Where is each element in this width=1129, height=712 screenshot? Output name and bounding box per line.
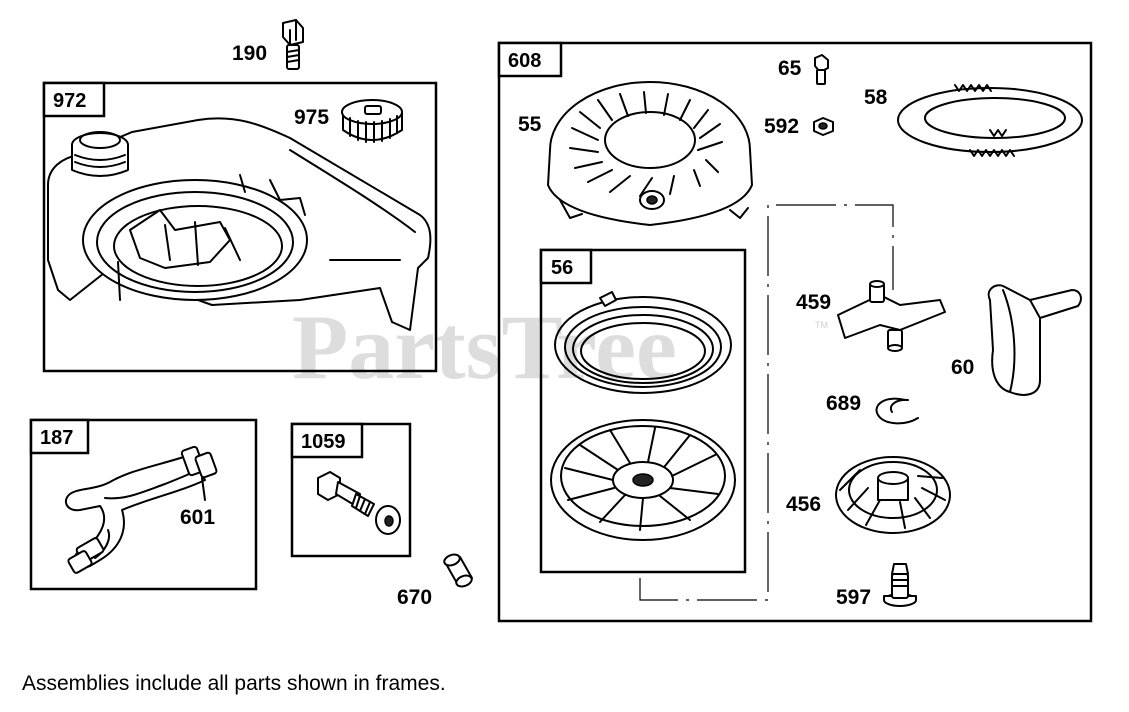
- screw-kit-drawing[interactable]: [317, 471, 401, 535]
- frame-blower-housing: 972: [42, 81, 438, 373]
- nut-592-drawing[interactable]: [813, 117, 834, 136]
- frame-screw-kit: 1059: [290, 422, 412, 558]
- frame-spring-pulley: 56: [539, 248, 747, 574]
- screw-190-drawing[interactable]: [282, 19, 304, 70]
- retainer-689-drawing[interactable]: [875, 397, 919, 425]
- pulley-drawing[interactable]: [550, 419, 736, 541]
- frame-rewind-starter: 608: [497, 41, 1093, 623]
- callout-190: 190: [232, 42, 267, 65]
- frame-label-rewind-starter: 608: [508, 50, 541, 72]
- fuel-cap-drawing[interactable]: [341, 99, 403, 143]
- callout-60: 60: [951, 356, 974, 379]
- screw-65-drawing[interactable]: [814, 54, 829, 85]
- frame-label-spring-pulley: 56: [551, 257, 573, 279]
- watermark-text: PartsTree: [292, 296, 677, 398]
- callout-65: 65: [778, 57, 802, 80]
- callout-55: 55: [518, 113, 542, 136]
- callout-459: 459: [796, 291, 831, 314]
- callout-456: 456: [786, 493, 821, 516]
- callout-975: 975: [294, 106, 329, 129]
- bolt-597-drawing[interactable]: [883, 563, 917, 607]
- connector-line: [639, 204, 894, 601]
- callout-601: 601: [180, 506, 215, 529]
- blower-housing-drawing[interactable]: [47, 117, 432, 331]
- callout-670: 670: [397, 586, 432, 609]
- callout-597: 597: [836, 586, 871, 609]
- spacer-670-drawing[interactable]: [443, 553, 473, 589]
- frame-label-screw-kit: 1059: [301, 431, 346, 453]
- spring-coil-drawing[interactable]: [554, 291, 732, 394]
- frame-label-blower-housing: 972: [53, 90, 86, 112]
- spring-58-drawing[interactable]: [897, 84, 1083, 157]
- pawl-459-drawing[interactable]: [837, 280, 946, 352]
- handle-60-drawing[interactable]: [987, 284, 1082, 396]
- starter-housing-drawing[interactable]: [547, 81, 753, 226]
- fuel-line-drawing[interactable]: [64, 445, 218, 574]
- callout-592: 592: [764, 115, 799, 138]
- callout-689: 689: [826, 392, 861, 415]
- watermark-tm: TM: [815, 320, 828, 330]
- frame-fuel-line: 187: [29, 418, 258, 591]
- frame-label-fuel-line: 187: [40, 427, 73, 449]
- callout-58: 58: [864, 86, 888, 109]
- footer-note: Assemblies include all parts shown in fr…: [22, 672, 446, 695]
- cup-456-drawing[interactable]: [835, 456, 951, 534]
